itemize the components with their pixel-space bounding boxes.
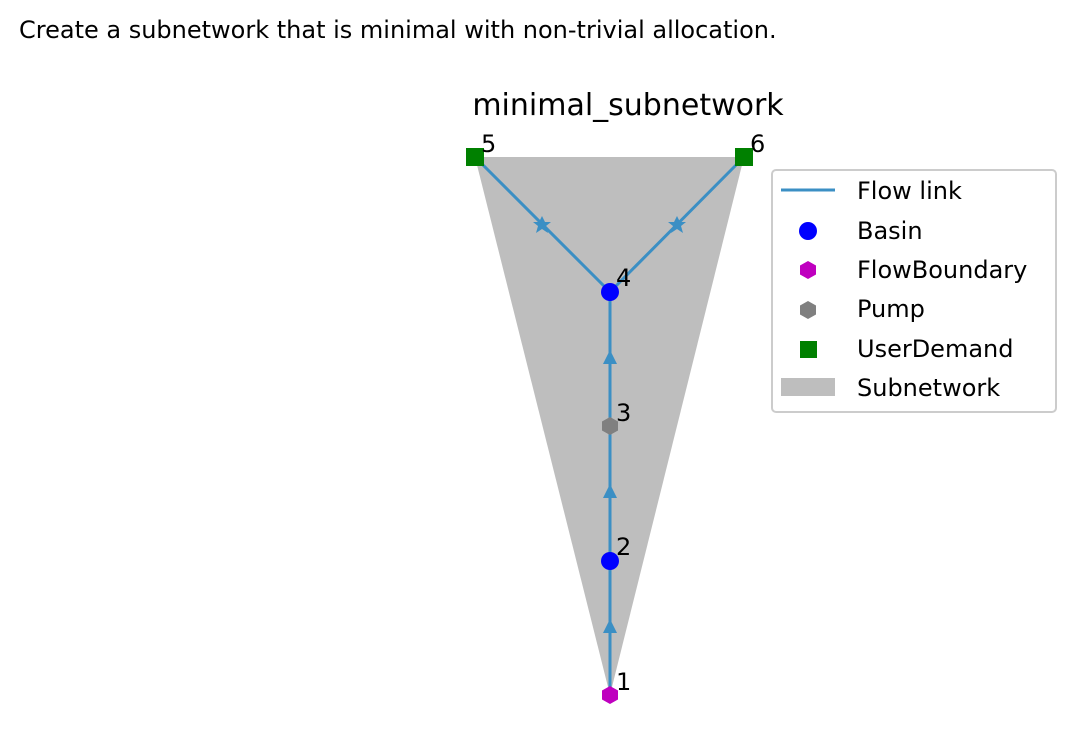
legend-label-subnetwork: Subnetwork bbox=[857, 374, 1000, 402]
legend-hexagon-icon bbox=[800, 301, 816, 319]
arrow-2-3 bbox=[603, 484, 617, 498]
node-label-6: 6 bbox=[750, 130, 765, 158]
node-2-basin bbox=[601, 552, 619, 570]
node-label-2: 2 bbox=[616, 533, 631, 561]
legend-patch-icon bbox=[781, 378, 835, 396]
plot-title: minimal_subnetwork bbox=[472, 88, 784, 123]
node-1-flowboundary bbox=[602, 686, 618, 704]
legend-square-icon bbox=[800, 341, 817, 358]
arrow-1-2 bbox=[603, 619, 617, 633]
instruction-text: Create a subnetwork that is minimal with… bbox=[19, 16, 777, 44]
nodes bbox=[466, 148, 753, 704]
node-label-3: 3 bbox=[616, 399, 631, 427]
legend-label-flowboundary: FlowBoundary bbox=[857, 256, 1027, 284]
arrow-4-5 bbox=[533, 216, 551, 233]
node-4-basin bbox=[601, 283, 619, 301]
node-5-userdemand bbox=[466, 148, 484, 166]
node-labels: 1 2 3 4 5 6 bbox=[481, 130, 765, 696]
legend-hexagon-icon bbox=[800, 261, 816, 279]
legend-box bbox=[771, 169, 1057, 413]
node-6-userdemand bbox=[735, 148, 753, 166]
legend-circle-icon bbox=[799, 222, 817, 240]
legend: Flow link Basin FlowBoundary Pump UserDe… bbox=[771, 169, 1057, 413]
legend-label-flow-link: Flow link bbox=[857, 177, 962, 205]
legend-label-basin: Basin bbox=[857, 217, 923, 245]
legend-label-userdemand: UserDemand bbox=[857, 335, 1013, 363]
arrow-3-4 bbox=[603, 350, 617, 364]
node-label-4: 4 bbox=[616, 264, 631, 292]
arrow-4-6 bbox=[668, 216, 686, 233]
node-label-1: 1 bbox=[616, 668, 631, 696]
node-3-pump bbox=[602, 417, 618, 435]
legend-label-pump: Pump bbox=[857, 295, 925, 323]
flow-arrows bbox=[533, 216, 686, 633]
node-label-5: 5 bbox=[481, 130, 496, 158]
